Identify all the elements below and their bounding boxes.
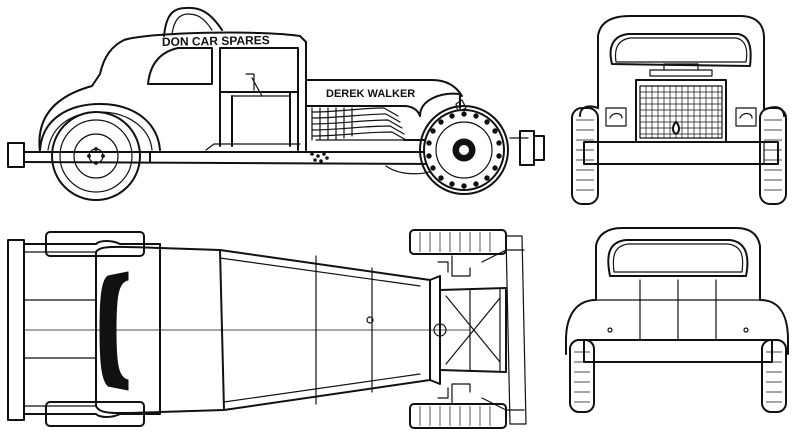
rear-bumper [583,339,773,363]
front-tyre-right [759,107,787,205]
roof-lettering: DON CAR SPARES [162,33,270,49]
rear-fender-left [565,299,597,355]
hood-lettering: DEREK WALKER [326,88,415,100]
roll-hoop [163,6,223,37]
front-cab [597,15,765,111]
top-rear-bumper [7,239,25,421]
grille-mesh [640,86,722,138]
rear-fender [39,103,161,151]
side-front-bumper [519,130,535,166]
front-windscreen [609,33,752,67]
rear-fender-right [759,299,789,355]
top-front-wheel-upper [409,229,507,255]
chassis-rivets [310,152,329,163]
front-view [571,15,787,205]
top-cab-body [23,240,161,418]
top-radiator [429,275,441,385]
door-window [219,47,299,93]
top-rear-window [99,271,129,391]
rear-tyre-left [569,339,595,413]
front-wheel-side [419,105,509,195]
top-view [7,229,527,429]
cab-body [38,31,307,153]
rear-cab [595,227,761,301]
front-bumper [583,141,779,165]
front-grille [635,79,727,143]
exhaust-headers [311,107,407,141]
hood-front [419,92,461,117]
rear-window [607,239,749,277]
top-front-frame [439,235,527,425]
side-window [147,47,213,85]
side-view: DON CAR SPARES DEREK WALKER [7,6,545,201]
rear-tyre-right [761,339,787,413]
rear-view [565,227,789,413]
top-front-wheel-lower [409,403,507,429]
side-chassis-rail [23,151,441,165]
door-panel [219,91,299,151]
side-rear-bumper [7,142,25,168]
rear-wheel-side [51,111,141,201]
